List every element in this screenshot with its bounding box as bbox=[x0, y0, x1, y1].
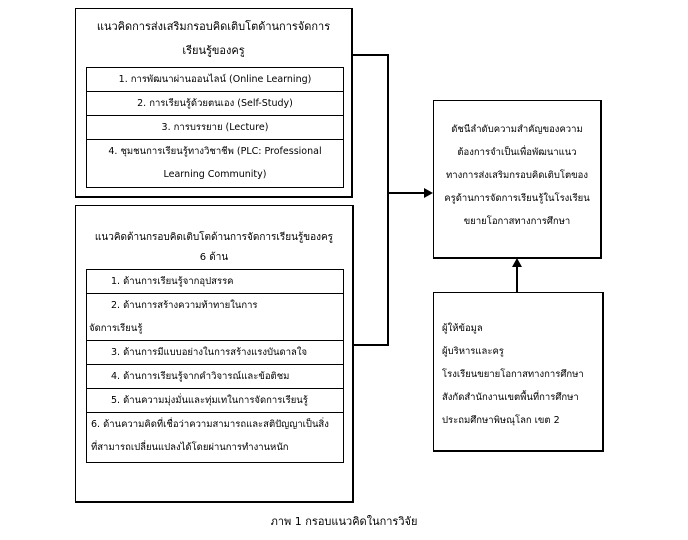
list-item-line1: 4. ชุมชนการเรียนรู้ทางวิชาชีพ (PLC: Prof… bbox=[108, 146, 322, 157]
list-item: 1. การพัฒนาผ่านออนไลน์ (Online Learning) bbox=[87, 68, 343, 92]
arrow-up-icon bbox=[512, 258, 522, 267]
priority-line: ต้องการจำเป็นเพื่อพัฒนาแนว bbox=[457, 147, 577, 158]
priority-needs-index-box: ดัชนีลำดับความสำคัญของความ ต้องการจำเป็น… bbox=[433, 100, 602, 259]
priority-line: ดัชนีลำดับความสำคัญของความ bbox=[451, 124, 583, 135]
growth-mindset-promotion-box: แนวคิดการส่งเสริมกรอบคิดเติบโตด้านการจัด… bbox=[75, 8, 353, 198]
informant-line: โรงเรียนขยายโอกาสทางการศึกษา bbox=[442, 369, 584, 380]
informant-line: ผู้ให้ข้อมูล bbox=[442, 323, 483, 334]
growth-mindset-dimensions-box: แนวคิดด้านกรอบคิดเติบโตด้านการจัดการเรีย… bbox=[75, 205, 354, 503]
priority-line: ทางการส่งเสริมกรอบคิดเติบโตของ bbox=[446, 170, 588, 181]
list-item-line1: 2. ด้านการสร้างความท้าทายในการ bbox=[111, 300, 258, 311]
priority-line: ขยายโอกาสทางการศึกษา bbox=[463, 216, 571, 227]
list-item: 4. ด้านการเรียนรู้จากคำวิจารณ์และข้อติชม bbox=[87, 365, 343, 389]
list-item: 3. การบรรยาย (Lecture) bbox=[87, 116, 343, 140]
list-item: 6. ด้านความคิดที่เชื่อว่าความสามารถและสต… bbox=[87, 413, 343, 459]
list-item: 2. การเรียนรู้ด้วยตนเอง (Self-Study) bbox=[87, 92, 343, 116]
informant-line: สังกัดสำนักงานเขตพื้นที่การศึกษา bbox=[442, 392, 579, 403]
list-item: 4. ชุมชนการเรียนรู้ทางวิชาชีพ (PLC: Prof… bbox=[87, 140, 343, 186]
list-item: 3. ด้านการมีแบบอย่างในการสร้างแรงบันดาลใ… bbox=[87, 341, 343, 365]
promotion-title-line1: แนวคิดการส่งเสริมกรอบคิดเติบโตด้านการจัด… bbox=[96, 20, 331, 33]
priority-line: ครูด้านการจัดการเรียนรู้ในโรงเรียน bbox=[444, 193, 590, 204]
connector-bottom-horizontal bbox=[354, 344, 389, 346]
informant-line: ประถมศึกษาพิษณุโลก เขต 2 bbox=[442, 415, 560, 426]
connector-arrow-shaft bbox=[389, 192, 425, 194]
list-item-line2: ที่สามารถเปลี่ยนแปลงได้โดยผ่านการทำงานหน… bbox=[91, 442, 289, 453]
promotion-title-line2: เรียนรู้ของครู bbox=[182, 44, 245, 57]
informants-arrow-shaft bbox=[516, 266, 518, 293]
list-item-line2: Learning Community) bbox=[163, 169, 267, 180]
figure-caption: ภาพ 1 กรอบแนวคิดในการวิจัย bbox=[270, 515, 418, 528]
informants-box: ผู้ให้ข้อมูล ผู้บริหารและครู โรงเรียนขยา… bbox=[433, 292, 604, 452]
list-item: 5. ด้านความมุ่งมั่นและทุ่มเทในการจัดการเ… bbox=[87, 389, 343, 413]
dimensions-title-line2: 6 ด้าน bbox=[199, 252, 229, 263]
dimensions-list: 1. ด้านการเรียนรู้จากอุปสรรค 2. ด้านการส… bbox=[86, 269, 344, 463]
connector-top-horizontal bbox=[353, 54, 389, 56]
list-item-line1: 6. ด้านความคิดที่เชื่อว่าความสามารถและสต… bbox=[91, 419, 329, 430]
arrow-right-icon bbox=[424, 188, 433, 198]
informant-line: ผู้บริหารและครู bbox=[442, 346, 504, 357]
dimensions-title-line1: แนวคิดด้านกรอบคิดเติบโตด้านการจัดการเรีย… bbox=[94, 232, 334, 243]
list-item: 1. ด้านการเรียนรู้จากอุปสรรค bbox=[87, 270, 343, 294]
list-item: 2. ด้านการสร้างความท้าทายในการ จัดการเรี… bbox=[87, 294, 343, 341]
connector-vertical bbox=[387, 54, 389, 346]
list-item-line2: จัดการเรียนรู้ bbox=[89, 323, 143, 334]
promotion-methods-list: 1. การพัฒนาผ่านออนไลน์ (Online Learning)… bbox=[86, 67, 344, 188]
